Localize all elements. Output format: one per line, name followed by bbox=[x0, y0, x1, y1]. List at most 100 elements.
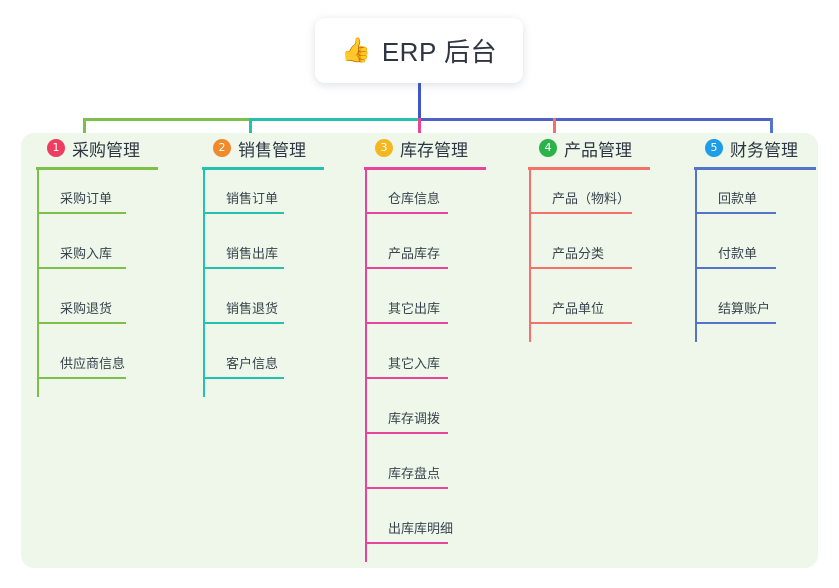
branch-leaf-underline bbox=[366, 432, 448, 434]
branch-leaf-item[interactable]: 销售订单 bbox=[204, 188, 284, 214]
branch-underline bbox=[528, 167, 650, 170]
branch-leaf-underline bbox=[204, 212, 284, 214]
branch-leaf-label: 回款单 bbox=[718, 191, 758, 206]
branch-leaf-label: 产品（物料） bbox=[552, 191, 631, 206]
branch-leaf-item[interactable]: 供应商信息 bbox=[38, 353, 126, 379]
branch-underline bbox=[364, 167, 486, 170]
branch-leaf-label: 销售订单 bbox=[226, 191, 279, 206]
bus-segment-3 bbox=[418, 118, 771, 121]
branch-leaf-underline bbox=[366, 212, 448, 214]
branch-leaf-label: 付款单 bbox=[718, 246, 758, 261]
branch-header-row: 4 产品管理 bbox=[522, 133, 632, 163]
branch-leaf-label: 销售退货 bbox=[226, 301, 279, 316]
branch-leaf-label: 采购订单 bbox=[60, 191, 113, 206]
branch-leaf-label: 销售出库 bbox=[226, 246, 279, 261]
bus-drop-4 bbox=[553, 118, 556, 146]
branch-leaf-item[interactable]: 其它出库 bbox=[366, 298, 448, 324]
branch-leaf-underline bbox=[530, 322, 632, 324]
bus-segment-1 bbox=[83, 118, 250, 121]
branch-leaf-underline bbox=[366, 322, 448, 324]
branch-underline bbox=[36, 167, 158, 170]
branch-leaf-label: 仓库信息 bbox=[388, 191, 441, 206]
branch-leaf-label: 其它出库 bbox=[388, 301, 441, 316]
branch-header-row: 5 财务管理 bbox=[688, 133, 798, 163]
branch-leaf-label: 采购退货 bbox=[60, 301, 113, 316]
branch-leaf-item[interactable]: 结算账户 bbox=[696, 298, 776, 324]
branch-header-5[interactable]: 5 财务管理 bbox=[688, 133, 816, 175]
branch-leaf-label: 出库库明细 bbox=[388, 521, 454, 536]
branch-leaf-underline bbox=[38, 377, 126, 379]
branch-header-row: 1 采购管理 bbox=[30, 133, 140, 163]
branch-leaf-item[interactable]: 产品分类 bbox=[530, 243, 632, 269]
branch-leaf-item[interactable]: 回款单 bbox=[696, 188, 776, 214]
branch-leaf-label: 其它入库 bbox=[388, 356, 441, 371]
branch-title: 销售管理 bbox=[238, 140, 306, 160]
branch-column-1: 1 采购管理采购订单采购入库采购退货供应商信息 bbox=[30, 133, 158, 397]
branch-leaf-underline bbox=[38, 322, 126, 324]
branch-leaf-label: 供应商信息 bbox=[60, 356, 126, 371]
branch-leaf-item[interactable]: 出库库明细 bbox=[366, 518, 453, 544]
root-node-title: ERP 后台 bbox=[381, 37, 498, 67]
branch-leaf-item[interactable]: 产品库存 bbox=[366, 243, 448, 269]
bus-drop-3 bbox=[418, 118, 421, 146]
branch-leaf-item[interactable]: 采购订单 bbox=[38, 188, 126, 214]
branch-number-badge: 3 bbox=[375, 139, 393, 157]
branch-spine bbox=[529, 170, 531, 342]
branch-column-4: 4 产品管理产品（物料） 产品分类产品单位 bbox=[522, 133, 650, 342]
branch-leaf-item[interactable]: 库存盘点 bbox=[366, 463, 448, 489]
branch-leaf-label: 产品分类 bbox=[552, 246, 605, 261]
bus-drop-1 bbox=[83, 118, 86, 146]
branch-leaf-item[interactable]: 销售出库 bbox=[204, 243, 284, 269]
branch-leaf-item[interactable]: 产品单位 bbox=[530, 298, 632, 324]
branch-column-5: 5 财务管理回款单付款单结算账户 bbox=[688, 133, 816, 342]
bus-drop-5 bbox=[770, 118, 773, 146]
branch-leaf-label: 库存盘点 bbox=[388, 466, 441, 481]
thumbs-up-icon: 👍 bbox=[340, 36, 371, 64]
branch-leaf-underline bbox=[366, 267, 448, 269]
branch-leaf-item[interactable]: 付款单 bbox=[696, 243, 776, 269]
branch-leaf-underline bbox=[366, 542, 448, 544]
branch-leaf-underline bbox=[696, 322, 776, 324]
branch-leaf-underline bbox=[366, 487, 448, 489]
branch-number-badge: 5 bbox=[705, 139, 723, 157]
bus-drop-2 bbox=[249, 118, 252, 146]
branch-leaf-item[interactable]: 仓库信息 bbox=[366, 188, 448, 214]
branch-underline bbox=[202, 167, 324, 170]
root-node[interactable]: 👍 ERP 后台 bbox=[315, 18, 523, 83]
branch-leaf-label: 产品库存 bbox=[388, 246, 441, 261]
branch-spine bbox=[695, 170, 697, 342]
branch-leaf-underline bbox=[38, 212, 126, 214]
branch-leaf-label: 客户信息 bbox=[226, 356, 279, 371]
branch-title: 采购管理 bbox=[72, 140, 140, 160]
branch-spine bbox=[365, 170, 367, 562]
branch-header-1[interactable]: 1 采购管理 bbox=[30, 133, 158, 175]
branch-leaf-item[interactable]: 产品（物料） bbox=[530, 188, 632, 214]
branch-spine bbox=[203, 170, 205, 397]
branch-leaf-underline bbox=[530, 212, 632, 214]
branch-leaf-item[interactable]: 采购入库 bbox=[38, 243, 126, 269]
branch-leaf-underline bbox=[204, 267, 284, 269]
branch-leaf-underline bbox=[696, 267, 776, 269]
branch-title: 产品管理 bbox=[564, 140, 632, 160]
branch-number-badge: 1 bbox=[47, 139, 65, 157]
branch-leaf-item[interactable]: 库存调拨 bbox=[366, 408, 448, 434]
branch-leaf-label: 库存调拨 bbox=[388, 411, 441, 426]
branch-number-badge: 4 bbox=[539, 139, 557, 157]
branch-title: 财务管理 bbox=[730, 140, 798, 160]
branch-header-4[interactable]: 4 产品管理 bbox=[522, 133, 650, 175]
branch-leaf-item[interactable]: 销售退货 bbox=[204, 298, 284, 324]
branch-leaf-item[interactable]: 其它入库 bbox=[366, 353, 448, 379]
branch-leaf-label: 采购入库 bbox=[60, 246, 113, 261]
root-node-content: 👍 ERP 后台 bbox=[341, 32, 497, 69]
branch-leaf-item[interactable]: 客户信息 bbox=[204, 353, 284, 379]
branch-leaf-item[interactable]: 采购退货 bbox=[38, 298, 126, 324]
branch-spine bbox=[37, 170, 39, 397]
